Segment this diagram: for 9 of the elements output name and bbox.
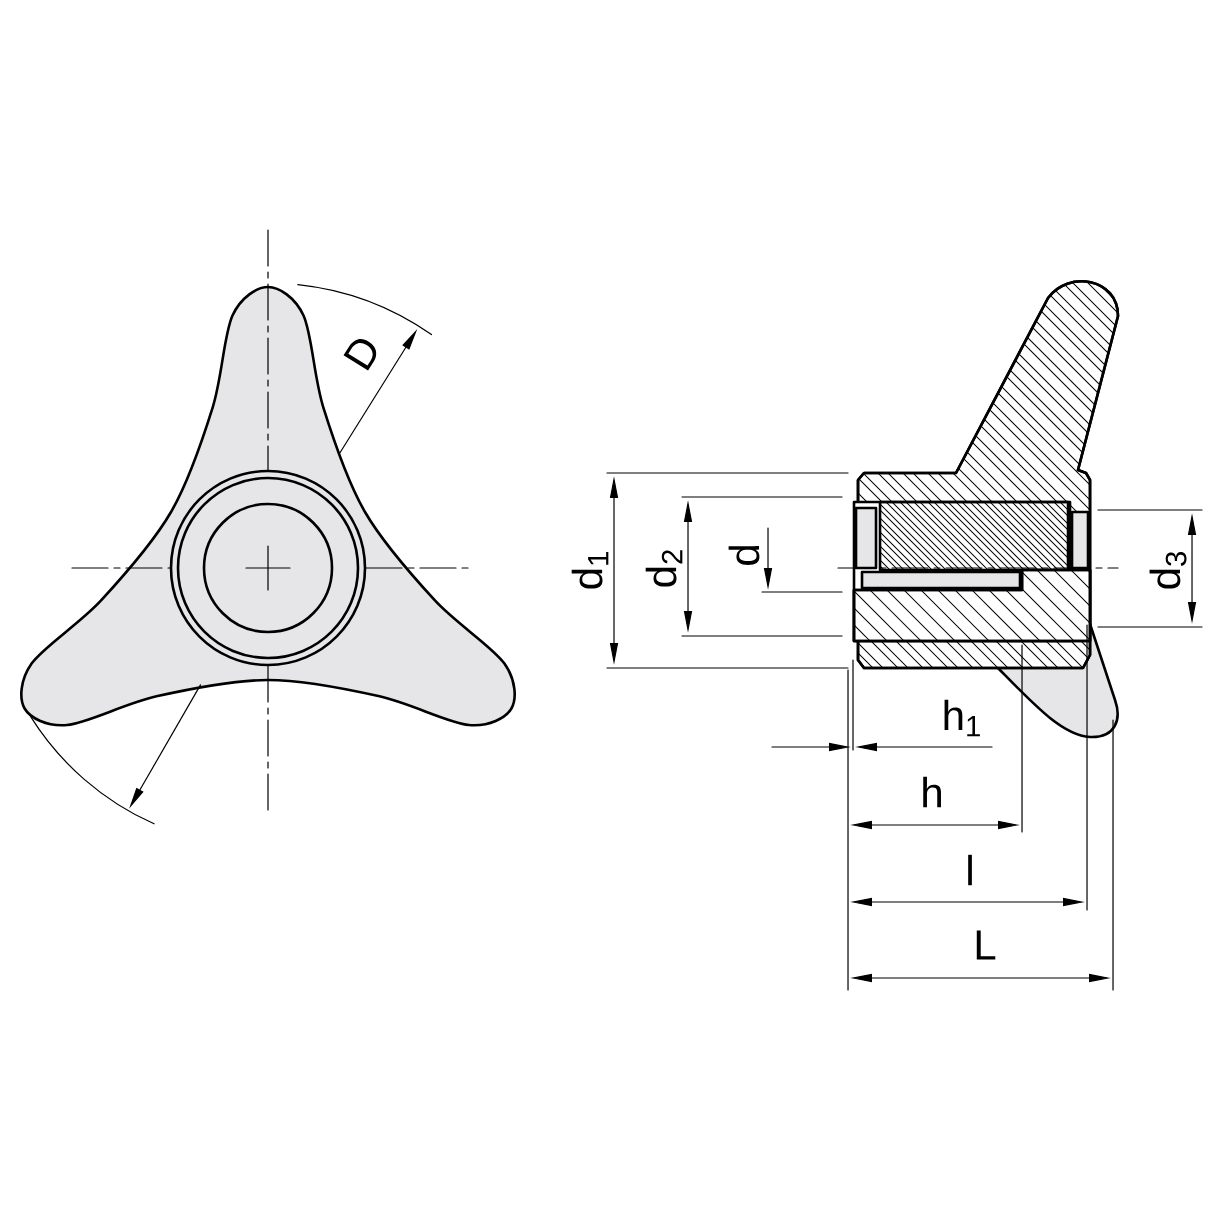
dimension-label: h (923, 776, 941, 808)
dimension-label: h$_{1}$ (944, 699, 980, 737)
dimension-label: D (343, 339, 377, 371)
dimension-label: d (728, 546, 760, 565)
dimension-label: d$_{1}$ (571, 552, 609, 589)
dimension-label: L (976, 930, 996, 960)
dimension-label: d$_{3}$ (1149, 551, 1187, 589)
dimension-label: l (968, 854, 972, 886)
dimension-label: d$_{2}$ (645, 550, 683, 587)
